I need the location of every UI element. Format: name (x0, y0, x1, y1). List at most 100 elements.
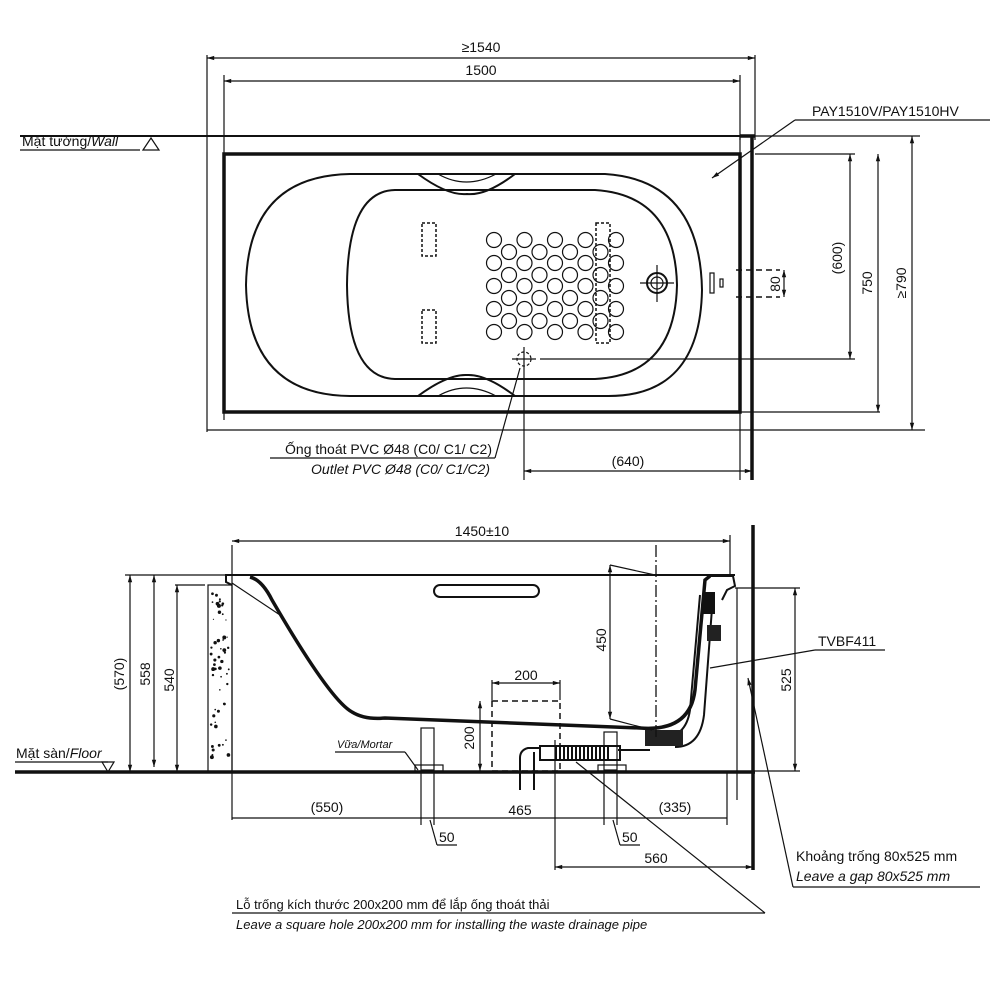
mortar-label: Vữa/Mortar (337, 739, 394, 751)
outlet-leader (494, 367, 521, 459)
anti-slip-dot (592, 266, 609, 284)
concrete-speckle (226, 753, 231, 757)
concrete-speckle (209, 755, 214, 760)
concrete-speckle (227, 668, 230, 671)
rim-lip (225, 575, 233, 586)
side-view: Mặt sàn/Floor (15, 523, 980, 932)
dim-middle: 465 (508, 802, 532, 818)
anti-slip-dot (577, 323, 594, 341)
hole-note-vi: Lỗ trống kích thước 200x200 mm để lắp ốn… (236, 897, 550, 912)
concrete-speckle (214, 721, 217, 724)
concrete-speckle (213, 658, 217, 662)
tub-basin-outer (244, 173, 704, 398)
anti-slip-dot (531, 243, 548, 261)
concrete-speckle (212, 714, 216, 718)
dim-gap-height: 525 (778, 668, 794, 692)
anti-slip-dot (577, 277, 594, 295)
grip-top (417, 173, 516, 196)
hole-leader (575, 761, 766, 914)
anti-slip-dot (500, 243, 518, 261)
concrete-texture (209, 592, 231, 760)
wall-label-vi: Mặt tường/ (22, 133, 91, 149)
concrete-speckle (225, 619, 227, 621)
leader (612, 819, 621, 846)
dim-foot-left: 50 (439, 829, 455, 845)
dim-inner-width: (600) (829, 242, 845, 275)
dim-length: 1500 (465, 62, 496, 78)
dim-side-length: 1450±10 (455, 523, 510, 539)
anti-slip-dot (485, 254, 503, 272)
dim-right: (335) (659, 799, 692, 815)
tub-profile (249, 574, 712, 731)
dim-hole-width: 200 (514, 667, 538, 683)
concrete-speckle (223, 651, 227, 654)
dim-outlet-offset: (640) (612, 453, 645, 469)
overflow-valve (707, 625, 721, 641)
foot-base (414, 764, 444, 772)
anti-slip-dot (500, 312, 518, 330)
wall-marker-icon (141, 136, 161, 151)
dim-height-total: (570) (111, 658, 127, 691)
concrete-speckle (225, 672, 228, 675)
grip-bottom (417, 373, 516, 397)
anti-slip-dot (546, 231, 564, 249)
concrete-speckle (213, 663, 216, 666)
anti-slip-dot (531, 312, 548, 330)
grip-bottom-inner (437, 387, 497, 397)
anti-slip-dot (485, 277, 503, 295)
drain-body (645, 730, 683, 746)
dim-foot-right: 50 (622, 829, 638, 845)
gap-note-en: Leave a gap 80x525 mm (796, 868, 950, 884)
concrete-speckle (214, 724, 218, 729)
anti-slip-dot (546, 254, 564, 272)
hole-note-en: Leave a square hole 200x200 mm for insta… (236, 917, 647, 932)
concrete-speckle (226, 636, 228, 638)
anti-slip-dot (531, 289, 548, 307)
concrete-speckle (215, 593, 218, 597)
concrete-speckle (216, 709, 220, 713)
overflow-head (703, 592, 715, 614)
anti-slip-dot (546, 277, 564, 295)
anti-slip-dot (546, 300, 564, 318)
concrete-speckle (222, 639, 224, 641)
concrete-speckle (222, 702, 225, 705)
concrete-speckle (211, 748, 215, 752)
anti-slip-dot (592, 289, 609, 307)
anti-slip-dot (561, 266, 579, 284)
concrete-speckle (211, 673, 215, 677)
concrete-speckle (220, 659, 224, 664)
anti-slip-dot (577, 254, 594, 272)
outlet-label-vi: Ống thoát PVC Ø48 (C0/ C1/ C2) (285, 440, 492, 457)
extension-line (609, 564, 656, 576)
anti-slip-dot (485, 323, 503, 341)
dim-overall-width: ≥790 (893, 267, 909, 298)
gap-leader (747, 677, 794, 888)
concrete-speckle (221, 604, 224, 607)
concrete-speckle (215, 601, 220, 606)
concrete-speckle (212, 618, 215, 620)
anti-slip-dot (607, 277, 625, 295)
top-view: ≥1540 1500 Mặt tường/Wall (20, 39, 990, 480)
fitting-leader (709, 649, 816, 669)
concrete-speckle (222, 648, 227, 653)
dim-hole-height: 200 (461, 726, 477, 750)
concrete-speckle (217, 610, 222, 614)
anti-slip-dot (516, 277, 533, 295)
fitting-label: TVBF411 (818, 633, 876, 649)
wall-label: Mặt tường/Wall (22, 133, 119, 149)
leader (429, 819, 438, 846)
dim-height-rim: 558 (137, 662, 153, 686)
anti-slip-dot (592, 312, 609, 330)
foot-base (597, 764, 627, 772)
overflow-pipe (659, 594, 701, 739)
concrete-speckle (220, 675, 222, 678)
dim-overflow: 450 (593, 628, 609, 652)
anti-slip-dot (531, 266, 548, 284)
concrete-speckle (218, 667, 221, 670)
gap-note-vi: Khoảng trống 80x525 mm (796, 848, 957, 864)
wall-label-en: Wall (91, 133, 119, 149)
outlet-label-en: Outlet PVC Ø48 (C0/ C1/C2) (311, 461, 490, 477)
anti-slip-dot (592, 243, 609, 261)
handle-slot (433, 584, 540, 598)
dim-height-wall: 540 (161, 668, 177, 692)
